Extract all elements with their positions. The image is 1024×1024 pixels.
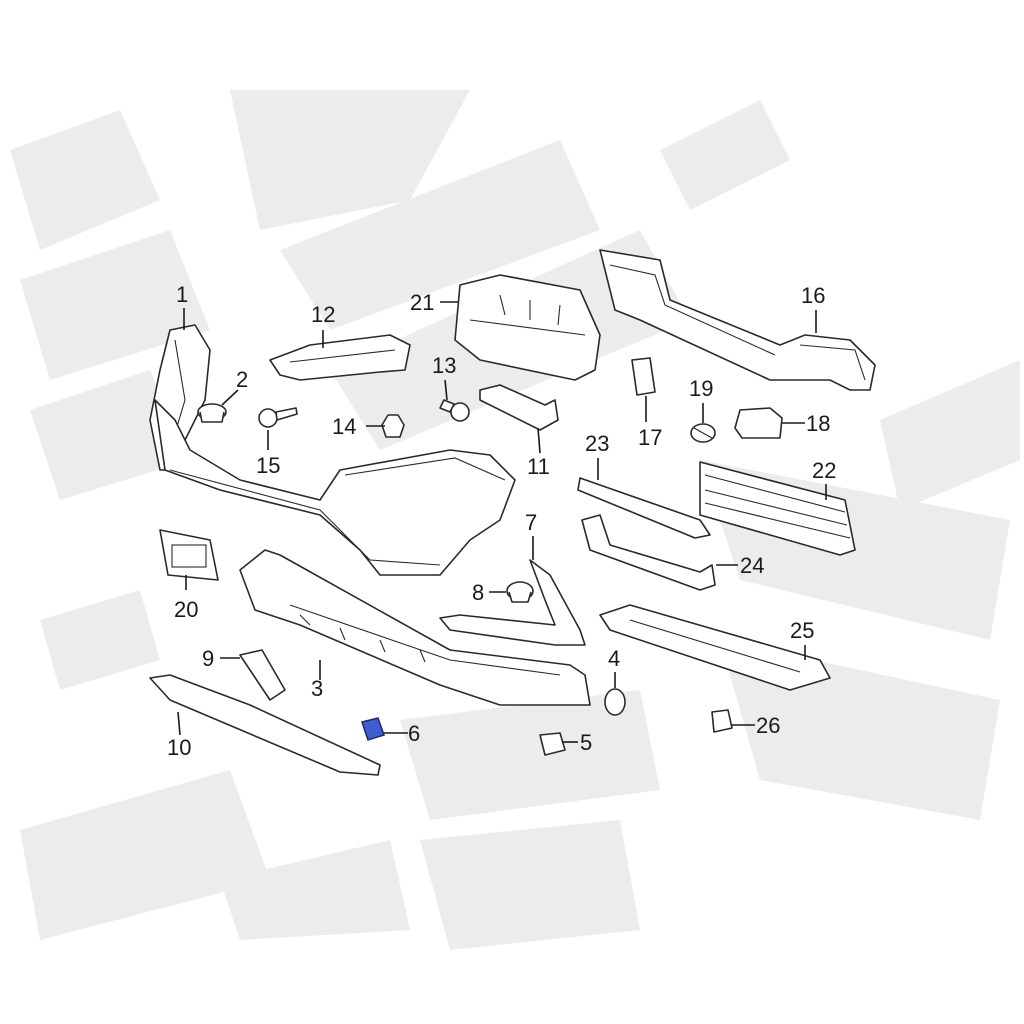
part-7-trim bbox=[439, 559, 586, 646]
part-16-reinforcement-beam bbox=[599, 249, 876, 391]
part-26-fastener bbox=[711, 709, 733, 733]
part-5-nut bbox=[539, 732, 566, 756]
part-10-lower-strip bbox=[149, 674, 381, 776]
callout-9: 9 bbox=[202, 646, 214, 671]
part-24-lower-bracket bbox=[581, 514, 716, 591]
part-18-sensor-bracket bbox=[734, 407, 783, 439]
callout-10: 10 bbox=[167, 735, 191, 760]
callout-25: 25 bbox=[790, 618, 814, 643]
part-17-plate bbox=[631, 357, 656, 396]
part-25-under-cover bbox=[599, 604, 831, 691]
callout-15: 15 bbox=[256, 453, 280, 478]
part-3-lower-bumper-cover bbox=[239, 549, 591, 706]
callout-8: 8 bbox=[472, 580, 484, 605]
part-22-grille-shutter bbox=[699, 461, 856, 556]
callout-3: 3 bbox=[311, 676, 323, 701]
callout-18: 18 bbox=[806, 411, 830, 436]
callout-1: 1 bbox=[176, 282, 188, 307]
part-21-upper-support bbox=[454, 274, 601, 381]
callout-labels: 1 2 3 4 5 6 7 8 9 10 11 12 13 14 15 16 1… bbox=[167, 282, 836, 760]
callout-17: 17 bbox=[638, 425, 662, 450]
callout-22: 22 bbox=[812, 458, 836, 483]
callout-4: 4 bbox=[608, 646, 620, 671]
callout-6: 6 bbox=[408, 721, 420, 746]
callout-12: 12 bbox=[311, 302, 335, 327]
watermark-pattern bbox=[10, 90, 1020, 950]
callout-23: 23 bbox=[585, 431, 609, 456]
part-2-clip bbox=[197, 403, 227, 423]
part-19-clip bbox=[690, 423, 716, 443]
part-11-bracket bbox=[479, 384, 559, 431]
callout-21: 21 bbox=[410, 290, 434, 315]
callout-16: 16 bbox=[801, 283, 825, 308]
callout-11: 11 bbox=[527, 454, 550, 479]
part-upper-bumper-cover bbox=[154, 399, 516, 576]
callout-7: 7 bbox=[525, 510, 537, 535]
callout-19: 19 bbox=[689, 376, 713, 401]
callout-2: 2 bbox=[236, 367, 248, 392]
part-20-license-bracket bbox=[159, 529, 219, 581]
callout-5: 5 bbox=[580, 730, 592, 755]
callout-13: 13 bbox=[432, 353, 456, 378]
part-8-clip bbox=[506, 581, 534, 603]
part-9-cover bbox=[239, 649, 286, 701]
part-13-screw bbox=[439, 399, 470, 422]
callout-14: 14 bbox=[332, 414, 356, 439]
callout-26: 26 bbox=[756, 713, 780, 738]
part-6-highlighted-clip[interactable] bbox=[361, 717, 385, 741]
part-14-clip bbox=[381, 414, 405, 438]
part-4-plug bbox=[604, 688, 626, 716]
part-23-strip bbox=[577, 477, 711, 539]
part-12-bracket bbox=[269, 334, 411, 381]
part-15-bolt bbox=[258, 407, 298, 428]
callout-24: 24 bbox=[740, 553, 764, 578]
callout-20: 20 bbox=[174, 597, 198, 622]
leader-lines bbox=[177, 301, 827, 743]
